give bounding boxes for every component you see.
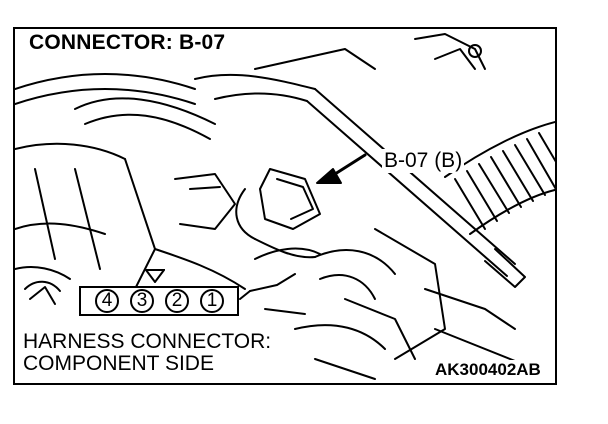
connector-pin: 2 xyxy=(165,289,189,313)
figure-code: AK300402AB xyxy=(433,360,543,380)
connector-pin: 4 xyxy=(95,289,119,313)
ribbed-intake-hose xyxy=(444,121,555,235)
component-side-label: COMPONENT SIDE xyxy=(22,353,217,375)
harness-connector-pin-diagram: 4 3 2 1 xyxy=(79,286,239,316)
engine-bay-line-art xyxy=(15,33,555,380)
connector-pin: 1 xyxy=(200,289,224,313)
harness-connector-label: HARNESS CONNECTOR: xyxy=(22,331,275,353)
diagonal-rod xyxy=(306,88,526,288)
connector-title: CONNECTOR: B-07 xyxy=(27,31,230,57)
engine-bay-illustration: CONNECTOR: B-07 B-07 (B) 4 3 2 1 HARNESS… xyxy=(13,27,557,385)
engine-block xyxy=(15,142,246,290)
connector-b07-body xyxy=(235,168,321,259)
connector-pin: 3 xyxy=(130,289,154,313)
lower-left-clips xyxy=(15,266,71,305)
connector-key-triangle-icon xyxy=(145,269,165,283)
connector-callout-label: B-07 (B) xyxy=(382,149,465,173)
connector-arrow xyxy=(316,153,367,184)
upper-pipes xyxy=(15,33,486,140)
